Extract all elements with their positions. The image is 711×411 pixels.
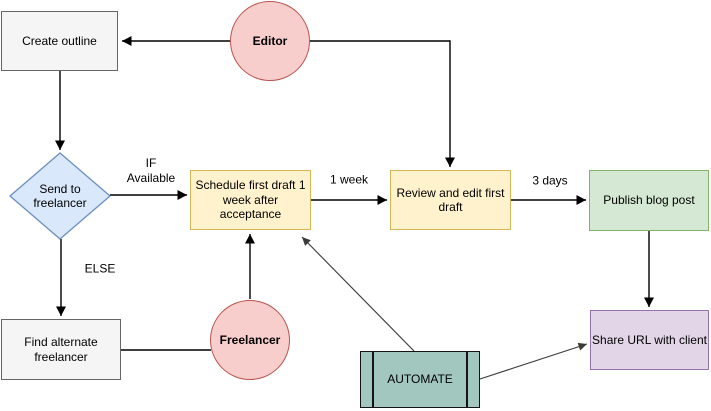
find-alternate-freelancer-node[interactable]: Find alternate freelancer [1, 319, 121, 380]
edge-label-one-week: 1 week [328, 172, 370, 188]
edge-label-three-days: 3 days [531, 173, 569, 189]
node-label: AUTOMATE [387, 372, 453, 387]
node-label: Editor [252, 33, 288, 48]
edge-label-if-available: IF Available [121, 156, 181, 186]
node-label: Find alternate freelancer [24, 335, 98, 364]
editor-node[interactable]: Editor [230, 1, 310, 81]
share-url-with-client-node[interactable]: Share URL with client [590, 310, 709, 370]
automate-node[interactable]: AUTOMATE [360, 351, 480, 408]
publish-blog-post-node[interactable]: Publish blog post [589, 170, 709, 231]
process-bar-right [466, 352, 468, 407]
create-outline-node[interactable]: Create outline [1, 11, 118, 71]
send-to-freelancer-decision[interactable]: Send to freelancer [10, 153, 110, 239]
freelancer-node[interactable]: Freelancer [210, 300, 290, 380]
node-label: Share URL with client [592, 332, 707, 347]
schedule-first-draft-node[interactable]: Schedule first draft 1 week after accept… [190, 170, 311, 230]
edge-editor-to-review [310, 40, 455, 167]
edge-automate-to-schedule [301, 236, 415, 352]
node-label: Send to freelancer [33, 181, 87, 210]
edge-label-else: ELSE [83, 261, 117, 277]
review-edit-first-draft-node[interactable]: Review and edit first draft [390, 170, 511, 230]
node-label: Freelancer [219, 332, 281, 347]
node-label: Publish blog post [603, 193, 695, 208]
edge-automate-to-share-url [479, 342, 588, 380]
node-label: Review and edit first draft [396, 185, 505, 214]
node-label: Create outline [22, 33, 97, 48]
node-label: Schedule first draft 1 week after accept… [195, 178, 306, 222]
send-to-freelancer-decision-shape[interactable] [9, 152, 111, 240]
process-bar-left [372, 352, 374, 407]
